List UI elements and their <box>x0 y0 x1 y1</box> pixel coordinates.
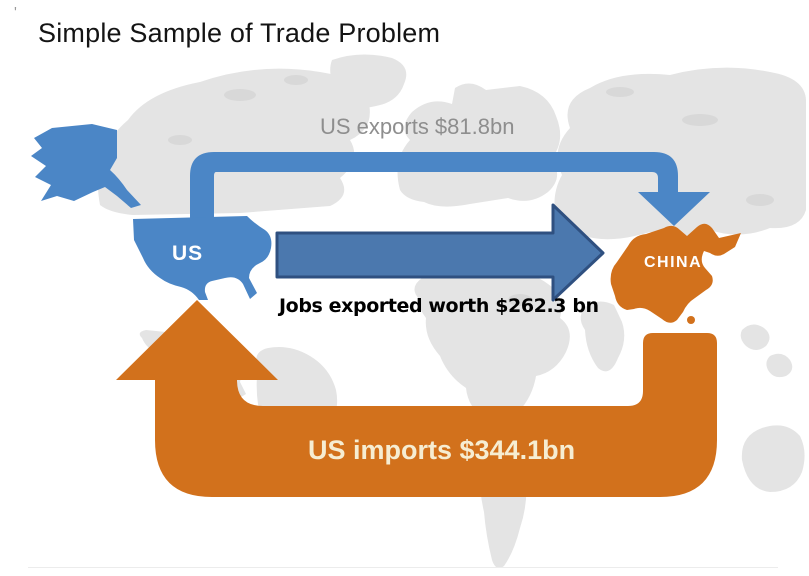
continent-africa <box>414 271 570 426</box>
continent-south-america <box>256 347 338 422</box>
continent-india <box>580 301 625 372</box>
jobs-arrow <box>275 203 605 302</box>
continent-greenland <box>330 54 407 108</box>
imports-flow-label: US imports $344.1bn <box>308 435 576 465</box>
continent-asia <box>554 67 806 240</box>
china-map-shape <box>610 223 741 324</box>
continent-australia <box>741 425 805 492</box>
continent-se-asia <box>740 324 770 350</box>
us-alaska <box>31 124 141 208</box>
bottom-divider <box>28 567 778 568</box>
us-mainland <box>133 216 272 300</box>
china-mainland <box>610 223 741 323</box>
page-title: Simple Sample of Trade Problem <box>38 18 441 48</box>
us-country-label: US <box>172 242 204 265</box>
stray-mark: ' <box>14 4 17 21</box>
china-country-label: CHINA <box>644 254 703 271</box>
china-hainan <box>687 316 695 324</box>
jobs-flow-label: Jobs exported worth $262.3 bn <box>279 295 599 317</box>
exports-arrow <box>190 152 710 226</box>
us-map-shape <box>31 124 272 300</box>
continent-north-america <box>97 68 370 216</box>
exports-flow-label: US exports $81.8bn <box>320 114 515 139</box>
continent-se-asia-2 <box>766 353 793 378</box>
continent-british-isles <box>418 127 444 158</box>
imports-arrow <box>116 300 717 497</box>
continent-europe <box>397 83 561 207</box>
